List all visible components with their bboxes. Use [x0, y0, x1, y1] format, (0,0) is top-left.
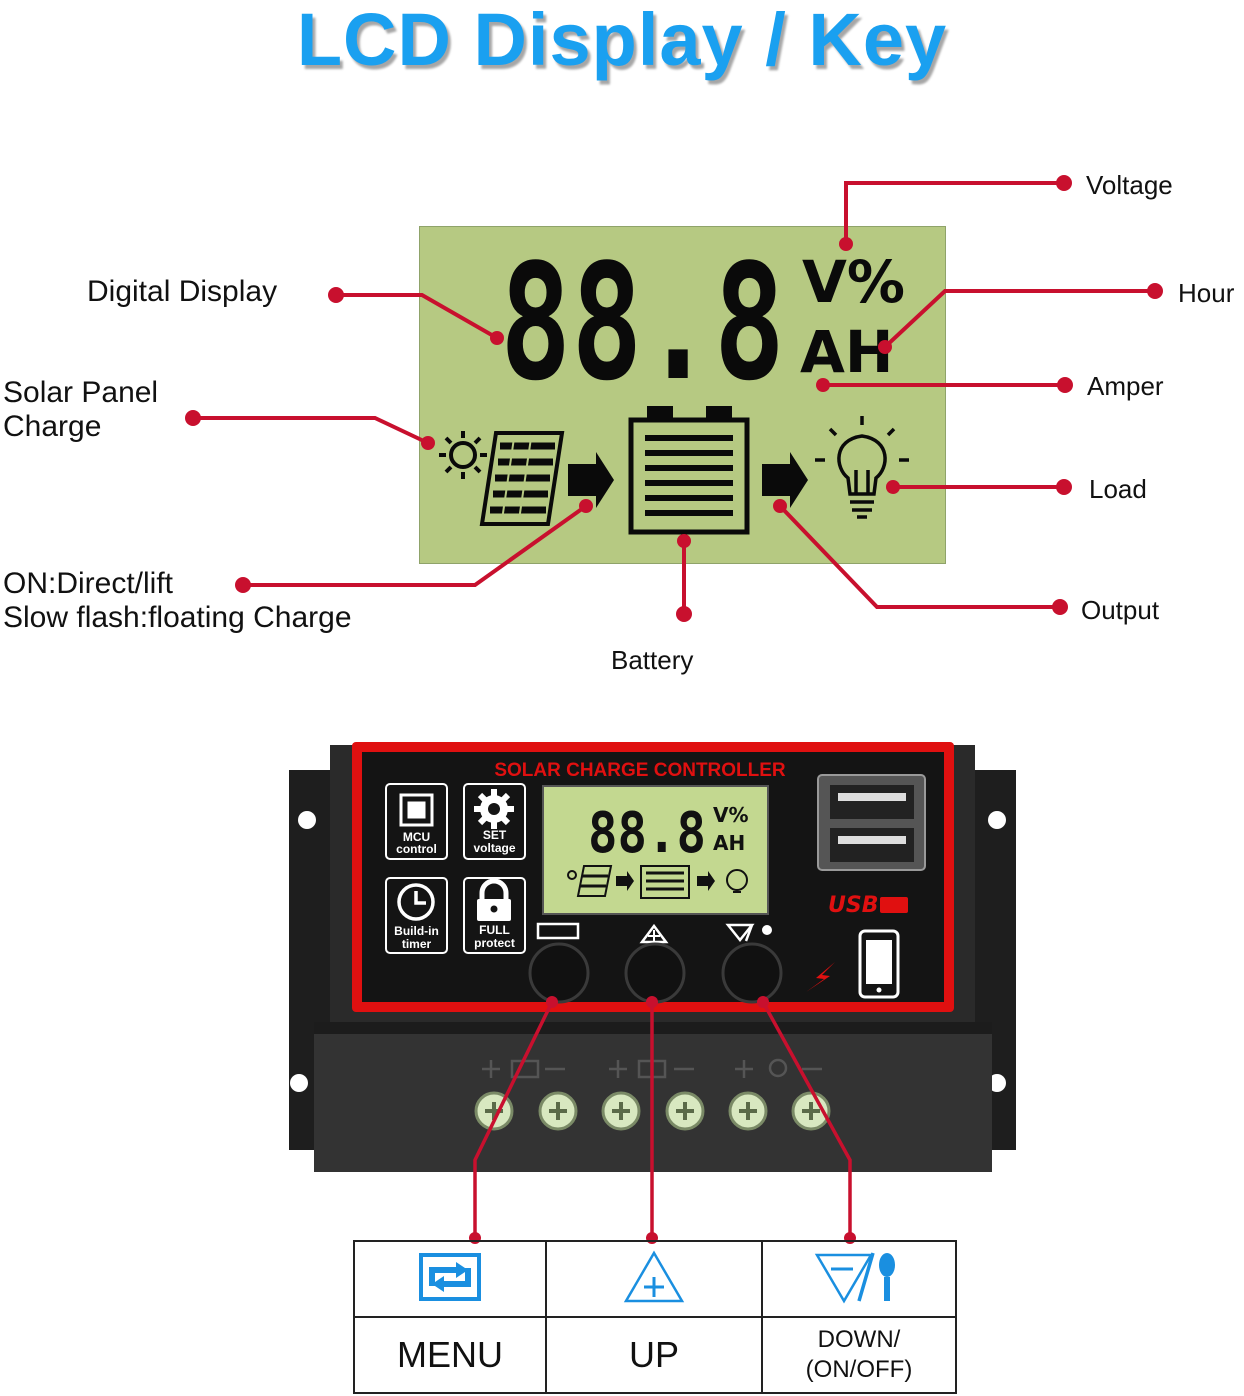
callout-lines: [193, 181, 1154, 614]
up-triangle-icon: [623, 1250, 685, 1302]
feature-protect-line1: FULL: [479, 923, 510, 937]
label-output: Output: [1081, 595, 1160, 625]
key-name-up: UP: [628, 1334, 679, 1375]
usb-plug-icon: [880, 897, 908, 913]
mini-lcd-units-top: V%: [713, 803, 749, 827]
lightbulb-icon: [815, 416, 909, 519]
label-amper: Amper: [1087, 371, 1164, 401]
page-title: LCD Display / Key: [296, 0, 948, 81]
usb-label: USB: [828, 893, 878, 918]
output-arrow-icon: [762, 452, 808, 508]
mini-lcd-digits: 88.8: [588, 801, 706, 866]
label-battery: Battery: [611, 645, 694, 675]
feature-timer-line2: timer: [401, 937, 432, 951]
chip-icon: [399, 793, 434, 827]
key-name-down: DOWN/ (ON/OFF): [805, 1326, 913, 1383]
down-key-icon-cell: [761, 1240, 957, 1318]
sun-icon: [439, 431, 487, 479]
solar-panel-icon: [479, 431, 565, 526]
battery-icon: [628, 406, 750, 535]
feature-mcu-line2: control: [396, 842, 437, 856]
label-hour: Hour: [1178, 278, 1235, 308]
lock-icon: [477, 878, 511, 921]
clock-icon: [397, 883, 435, 921]
up-key-icon-cell: [545, 1240, 763, 1318]
label-load: Load: [1089, 474, 1147, 504]
callout-dots: [185, 175, 1163, 622]
feature-timer-line1: Build-in: [394, 924, 439, 938]
mini-lcd-icons: [567, 865, 748, 899]
button-symbols: [536, 922, 772, 944]
menu-key-icon-cell: [353, 1240, 547, 1318]
menu-cycle-icon: [419, 1252, 481, 1301]
feature-set-line1: SET: [482, 828, 507, 842]
lcd-unit-voltage-percent: V%: [802, 248, 905, 316]
lcd-unit-amp-hour: AH: [800, 318, 893, 386]
label-charge-state-on: ON:Direct/lift: [3, 567, 174, 600]
key-callout-lines: [473, 1001, 852, 1238]
label-digital-display: Digital Display: [87, 275, 278, 308]
label-charge-state-flash: Slow flash:floating Charge: [3, 601, 352, 634]
key-legend-table: MENU UP DOWN/ (ON/OFF): [353, 1240, 957, 1394]
label-solar-panel-charge: Solar Panel Charge: [3, 376, 159, 443]
feature-protect-line2: protect: [474, 936, 515, 950]
key-name-menu: MENU: [397, 1334, 503, 1375]
lcd-digits: 88.8: [500, 229, 785, 416]
feature-mcu-line1: MCU: [402, 830, 431, 844]
controller-buttons: [528, 942, 783, 1004]
gear-icon: [474, 789, 514, 829]
charge-arrow-icon: [568, 452, 614, 508]
label-voltage: Voltage: [1086, 170, 1173, 200]
lightning-icon: [806, 962, 835, 992]
mini-lcd-units-bottom: AH: [713, 831, 745, 855]
phone-icon: [858, 929, 900, 999]
controller-header: SOLAR CHARGE CONTROLLER: [494, 760, 786, 781]
lcd-seven-segment-digits: 88.8: [500, 229, 785, 416]
feature-set-line2: voltage: [473, 841, 516, 855]
down-onoff-icon: [814, 1252, 895, 1303]
